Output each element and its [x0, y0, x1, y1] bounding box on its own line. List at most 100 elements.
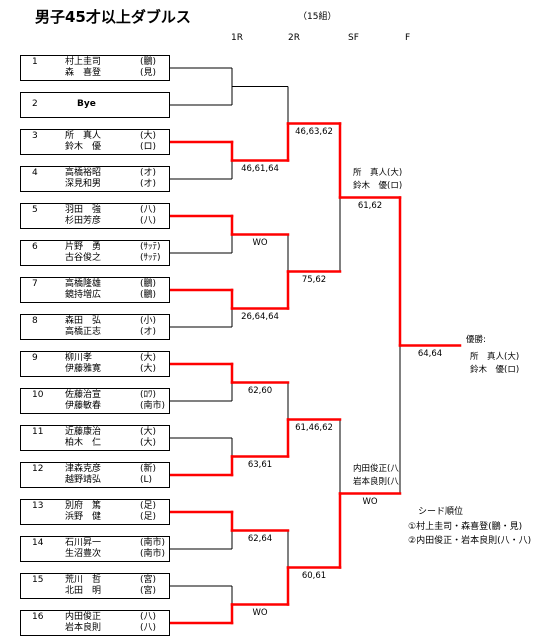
round-header-2r: 2R: [288, 33, 300, 43]
player-club: (南市): [140, 549, 166, 559]
entry-number: 6: [32, 242, 38, 252]
player-club: (ｻｯﾃ): [140, 242, 161, 252]
entry-number: 1: [32, 57, 38, 67]
player-name: 北田 明: [65, 586, 102, 596]
entry-count: （15組）: [298, 12, 337, 22]
player-club: (鵬): [140, 290, 157, 300]
player-name: 石川昇一: [65, 538, 102, 548]
player-club: (宮): [140, 575, 157, 585]
seed-item: ②内田俊正・岩本良則(八・八): [408, 536, 532, 546]
sf-winner-name: 所 真人(大): [353, 167, 403, 178]
entry-box: 8 森田 弘 (小) 高橋正志 (オ): [20, 314, 170, 340]
player-name: 伊藤雅寛: [65, 364, 102, 374]
player-name: 伊藤敏春: [65, 401, 102, 411]
player-club: (オ): [140, 168, 157, 178]
seed-item: ①村上圭司・森喜登(鵬・見): [408, 522, 523, 532]
entry-box: 15 荒川 哲 (宮) 北田 明 (宮): [20, 573, 170, 599]
player-club: (八): [140, 205, 157, 215]
player-name: 森 喜登: [65, 68, 102, 78]
match-score: 60,61: [301, 570, 327, 581]
player-club: (八): [140, 612, 157, 622]
bye-label: Bye: [77, 99, 96, 109]
round-header-sf: SF: [348, 33, 359, 43]
player-name: 杉田芳彦: [65, 216, 102, 226]
entry-number: 11: [32, 427, 44, 437]
player-club: (小): [140, 316, 157, 326]
player-name: 所 真人: [65, 131, 102, 141]
entry-number: 10: [32, 390, 44, 400]
player-name: 羽田 強: [65, 205, 102, 215]
player-name: 荒川 哲: [65, 575, 102, 585]
entry-number: 3: [32, 131, 38, 141]
player-name: 片野 勇: [65, 242, 102, 252]
match-score: WO: [362, 496, 378, 507]
player-name: 高橋正志: [65, 327, 102, 337]
player-club: (大): [140, 131, 157, 141]
match-score: 75,62: [301, 274, 327, 285]
match-score: 46,61,64: [241, 163, 279, 174]
match-score: 61,46,62: [295, 422, 333, 433]
player-club: (宮): [140, 586, 157, 596]
player-name: 越野靖弘: [65, 475, 102, 485]
player-name: 柳川孝: [65, 353, 93, 363]
player-name: 津森克彦: [65, 464, 102, 474]
entry-number: 14: [32, 538, 44, 548]
match-score: 61,62: [357, 200, 383, 211]
player-name: 森田 弘: [65, 316, 102, 326]
sf-winner-name: 内田俊正(八: [353, 463, 399, 474]
player-name: 古谷俊之: [65, 253, 102, 263]
player-club: (ﾛﾜ): [140, 390, 157, 400]
entry-box: 13 別府 篤 (足) 浜野 健 (足): [20, 499, 170, 525]
player-club: (南市): [140, 401, 166, 411]
player-club: (オ): [140, 179, 157, 189]
match-score: 64,64: [417, 348, 443, 359]
champion-label: 優勝:: [466, 334, 486, 345]
player-name: 高橋裕昭: [65, 168, 102, 178]
player-club: (八): [140, 623, 157, 633]
player-club: (新): [140, 464, 157, 474]
player-club: (足): [140, 512, 157, 522]
player-name: 浜野 健: [65, 512, 102, 522]
entry-box: 9 柳川孝 (大) 伊藤雅寛 (大): [20, 351, 170, 377]
player-club: (鵬): [140, 57, 157, 67]
player-club: (大): [140, 427, 157, 437]
entry-number: 13: [32, 501, 44, 511]
champion-name: 所 真人(大): [470, 351, 520, 362]
match-score: WO: [252, 607, 268, 618]
entry-number: 15: [32, 575, 44, 585]
entry-number: 4: [32, 168, 38, 178]
player-club: (大): [140, 353, 157, 363]
entry-box: 10 佐藤治宣 (ﾛﾜ) 伊藤敏春 (南市): [20, 388, 170, 414]
seed-title: シード順位: [418, 507, 464, 517]
entry-number: 8: [32, 316, 38, 326]
player-name: 佐藤治宣: [65, 390, 102, 400]
champion-name: 鈴木 優(ロ): [470, 364, 520, 375]
player-name: 鏡持増広: [65, 290, 102, 300]
player-name: 岩本良則: [65, 623, 102, 633]
player-name: 別府 篤: [65, 501, 102, 511]
player-club: (ロ): [140, 142, 157, 152]
player-name: 生沼豊次: [65, 549, 102, 559]
player-club: (足): [140, 501, 157, 511]
entry-number: 9: [32, 353, 38, 363]
player-name: 高橋隆雄: [65, 279, 102, 289]
match-score: WO: [252, 237, 268, 248]
player-name: 近藤康治: [65, 427, 102, 437]
player-club: (ｻｯﾃ): [140, 253, 161, 263]
match-score: 62,60: [247, 385, 273, 396]
player-name: 柏木 仁: [65, 438, 102, 448]
player-club: (オ): [140, 327, 157, 337]
player-club: (L): [140, 475, 153, 485]
match-score: 62,64: [247, 533, 273, 544]
entry-number: 5: [32, 205, 38, 215]
entry-number: 2: [32, 99, 38, 109]
player-club: (大): [140, 364, 157, 374]
